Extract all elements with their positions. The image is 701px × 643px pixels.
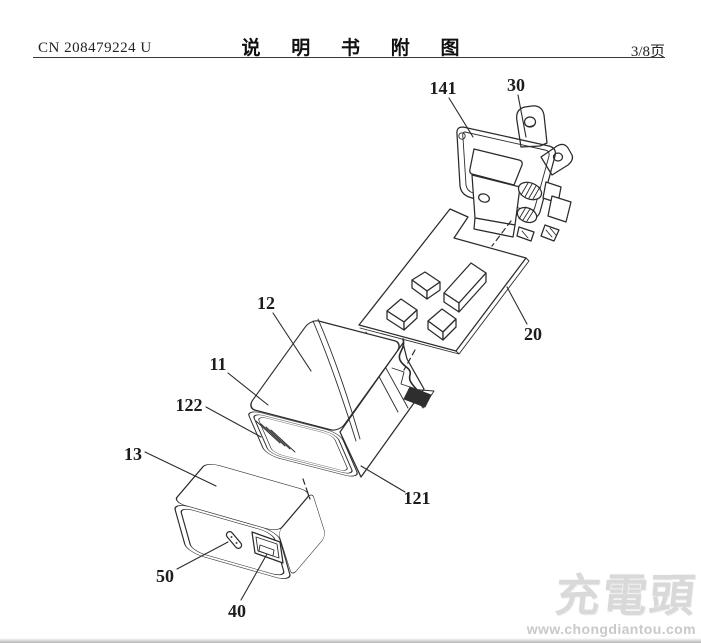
part-label-11: 11 — [209, 354, 226, 374]
page-bottom-edge — [0, 638, 701, 643]
part-label-122: 122 — [176, 395, 203, 415]
usb-c-port — [225, 530, 243, 550]
part-label-12: 12 — [257, 293, 275, 313]
part-label-40: 40 — [228, 601, 246, 621]
part-label-30: 30 — [507, 75, 525, 95]
assembly-dashed-lines — [302, 220, 512, 500]
watermark: 充電頭 www.chongdiantou.com — [526, 571, 699, 637]
part-label-121: 121 — [404, 488, 431, 508]
watermark-url: www.chongdiantou.com — [526, 621, 696, 637]
pcb-components — [386, 262, 487, 341]
header-rule — [33, 57, 665, 58]
part-label-141: 141 — [430, 78, 457, 98]
cap-part — [174, 464, 325, 579]
part-label-50: 50 — [156, 566, 174, 586]
part-label-20: 20 — [524, 324, 542, 344]
usb-a-port — [251, 531, 284, 564]
shell-part — [248, 318, 425, 478]
leader-lines — [144, 94, 528, 601]
plug-rivets — [516, 181, 572, 242]
watermark-logo: 充電頭 — [552, 571, 699, 621]
part-labels: 141 30 20 12 11 122 121 13 50 40 — [124, 75, 542, 621]
pcb-part — [358, 208, 530, 355]
document-number: CN 208479224 U — [38, 40, 152, 56]
part-label-13: 13 — [124, 444, 142, 464]
plug-part — [456, 105, 574, 242]
page-indicator: 3/8页 — [630, 44, 665, 60]
wire-connector — [398, 338, 435, 409]
shell-inner-hatch — [255, 420, 296, 453]
page-title: 说 明 书 附 图 — [241, 38, 473, 59]
